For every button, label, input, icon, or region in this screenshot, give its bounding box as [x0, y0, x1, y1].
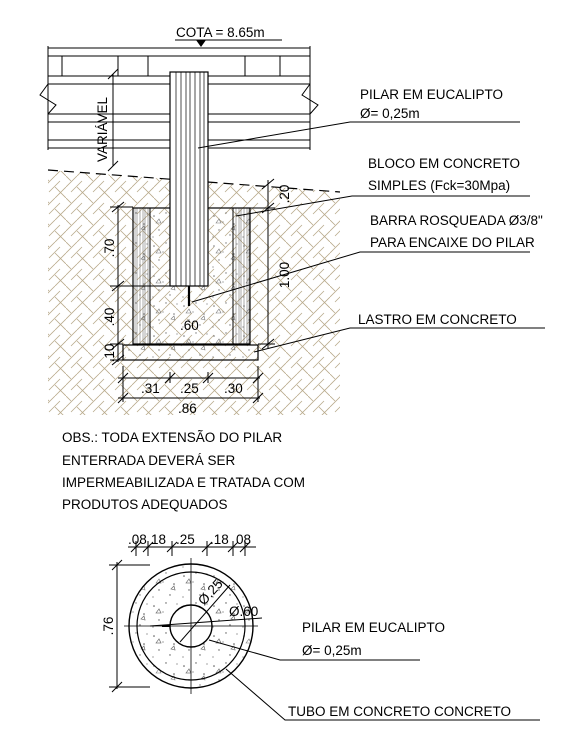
obs-line-2: ENTERRADA DEVERÁ SER	[62, 453, 236, 468]
cota-marker: COTA = 8.65m	[175, 25, 282, 47]
concrete-lastro	[122, 344, 259, 361]
variable-dimension: VARIÁVEL	[95, 68, 119, 172]
plan-view: .08 18 .25 .18 08 .76 Ø.25 Ø.60	[101, 532, 540, 721]
dim-40: .40	[102, 308, 117, 327]
cota-label: COTA = 8.65m	[176, 25, 265, 40]
dim-60: .60	[180, 318, 199, 333]
elevation-leaders	[191, 121, 545, 353]
right-dimension-chain	[250, 178, 275, 350]
plan-dim-18a: 18	[151, 532, 166, 547]
plan-phi60: Ø.60	[229, 604, 258, 619]
dim-86: .86	[178, 401, 197, 416]
bar-label-2: PARA ENCAIXE DO PILAR	[370, 235, 535, 250]
plan-pillar-label-1: PILAR EM EUCALIPTO	[302, 620, 445, 635]
plan-tube-label: TUBO EM CONCRETO CONCRETO	[288, 704, 511, 719]
dim-10: .10	[102, 344, 117, 363]
obs-line-4: PRODUTOS ADEQUADOS	[62, 497, 228, 512]
obs-line-3: IMPERMEABILIZADA E TRATADA COM	[62, 475, 305, 490]
plan-pillar-label-2: Ø= 0,25m	[302, 643, 362, 658]
obs-line-1: OBS.: TODA EXTENSÃO DO PILAR	[62, 430, 282, 445]
dim-70: .70	[102, 239, 117, 258]
plan-leaders	[208, 639, 540, 721]
observation-note: OBS.: TODA EXTENSÃO DO PILAR ENTERRADA D…	[62, 430, 305, 512]
block-label-1: BLOCO EM CONCRETO	[368, 156, 520, 171]
variable-label: VARIÁVEL	[95, 96, 110, 162]
dim-30: .30	[224, 381, 243, 396]
elevation-view: COTA = 8.65m VARIÁVEL	[39, 25, 545, 416]
dim-25: .25	[180, 381, 199, 396]
plan-dim-25: .25	[176, 532, 195, 547]
plan-dim-08b: 08	[236, 532, 251, 547]
pillar-label-2: Ø= 0,25m	[360, 106, 420, 121]
bar-label-1: BARRA ROSQUEADA Ø3/8"	[370, 213, 543, 228]
plan-center-lines	[124, 558, 258, 694]
eucalyptus-pillar	[169, 71, 209, 287]
dim-100: 1.00	[277, 262, 292, 288]
left-dimension-chain	[110, 201, 170, 366]
plan-dim-18b: .18	[210, 532, 229, 547]
phi25-leader	[179, 584, 231, 643]
dim-31: .31	[141, 381, 160, 396]
plan-dim-08a: .08	[128, 532, 147, 547]
lastro-label: LASTRO EM CONCRETO	[358, 312, 517, 327]
phi60-leader	[149, 617, 263, 627]
dim-20: .20	[277, 185, 292, 204]
bottom-dimension-chain	[117, 366, 264, 404]
block-label-2: SIMPLES (Fck=30Mpa)	[368, 178, 510, 193]
plan-top-dimensions	[128, 541, 256, 556]
plan-dim-76: .76	[101, 617, 116, 636]
pillar-label-1: PILAR EM EUCALIPTO	[360, 87, 503, 102]
plan-left-dimension	[109, 559, 150, 693]
